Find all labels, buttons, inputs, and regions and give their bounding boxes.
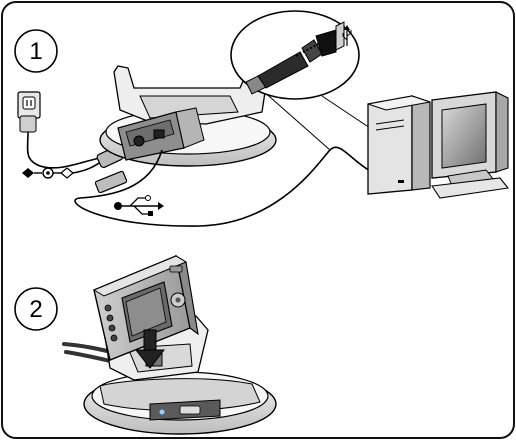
step-2-number: 2	[29, 296, 42, 323]
step-1-group: 1	[15, 30, 57, 72]
step-2-group: 2	[15, 288, 57, 330]
usb-connection-zoom	[231, 11, 359, 99]
step-1-number: 1	[29, 38, 42, 65]
dc-polarity-symbol-icon	[22, 168, 73, 178]
